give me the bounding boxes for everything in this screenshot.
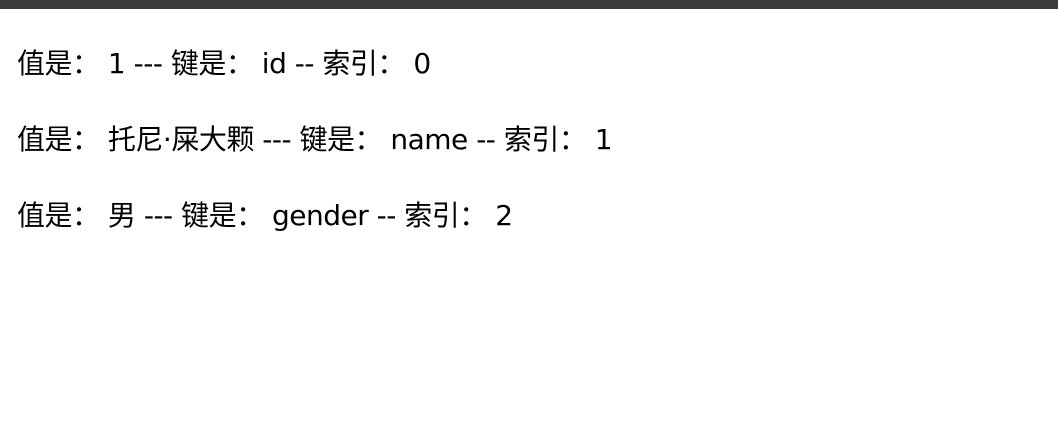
index-text: 2	[495, 199, 513, 232]
key-label: 键是：	[170, 47, 254, 80]
output-line-1: 值是： 托尼·屎大颗 --- 键是： name -- 索引： 1	[17, 121, 1058, 159]
output-line-2: 值是： 男 --- 键是： gender -- 索引： 2	[17, 197, 1058, 235]
separator: --	[476, 123, 496, 156]
index-label: 索引：	[322, 47, 405, 80]
key-text: id	[261, 47, 287, 80]
browser-top-bar	[0, 0, 1058, 9]
key-label: 键是：	[181, 199, 264, 232]
separator: ---	[143, 199, 173, 232]
value-label: 值是：	[17, 47, 100, 80]
value-label: 值是：	[17, 123, 100, 156]
value-text: 托尼·屎大颗	[107, 123, 254, 156]
value-label: 值是：	[17, 199, 100, 232]
separator: --	[376, 199, 397, 232]
separator: ---	[262, 123, 292, 156]
index-label: 索引：	[404, 199, 487, 232]
value-text: 男	[107, 199, 136, 232]
key-text: gender	[271, 199, 369, 232]
key-label: 键是：	[299, 123, 382, 156]
output-list: 值是： 1 --- 键是： id -- 索引： 0 值是： 托尼·屎大颗 ---…	[0, 9, 1058, 235]
separator: ---	[133, 47, 163, 80]
value-text: 1	[107, 47, 126, 80]
key-text: name	[390, 123, 468, 156]
index-text: 0	[413, 47, 431, 80]
index-text: 1	[594, 123, 613, 156]
output-line-0: 值是： 1 --- 键是： id -- 索引： 0	[17, 45, 1058, 83]
index-label: 索引：	[503, 123, 587, 156]
separator: --	[294, 47, 315, 80]
